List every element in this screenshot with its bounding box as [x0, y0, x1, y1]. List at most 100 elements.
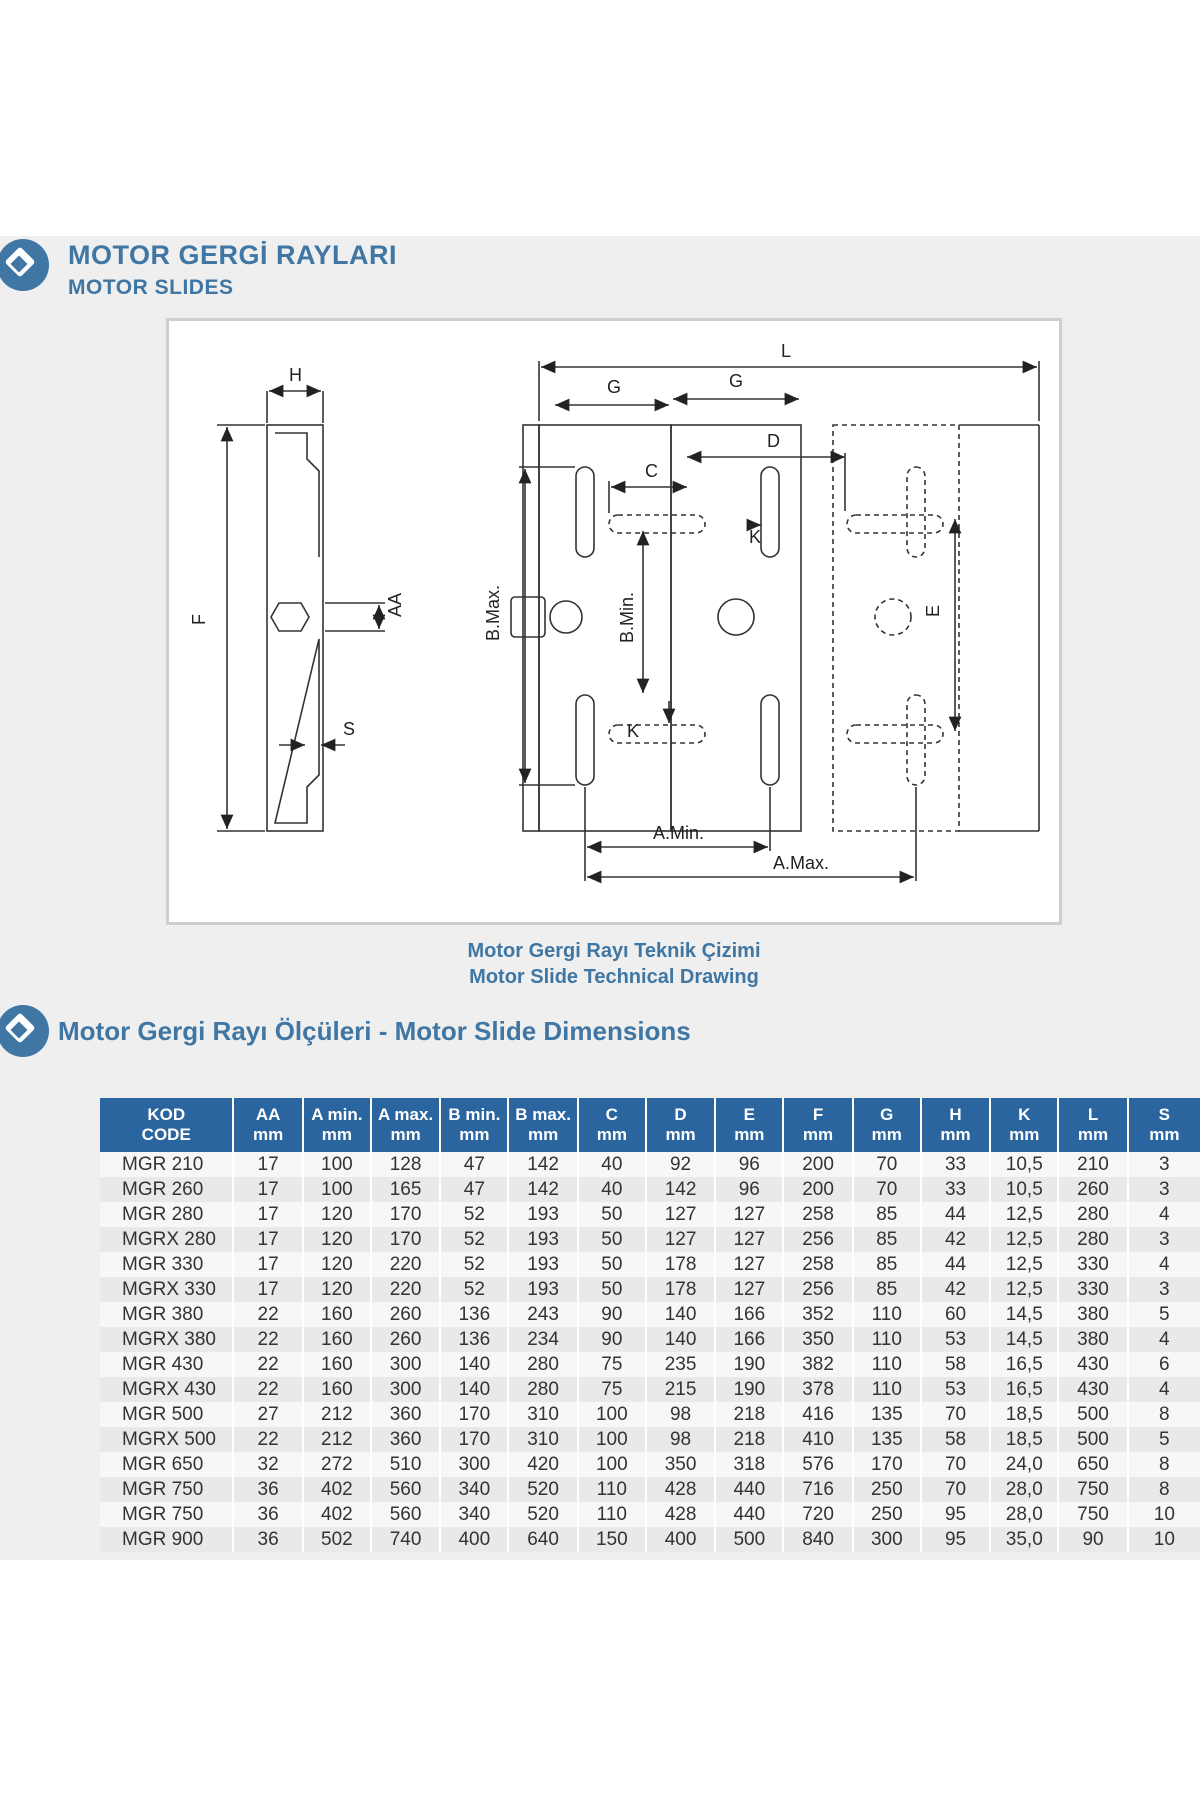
table-cell: 400	[440, 1527, 510, 1552]
table-cell: 416	[783, 1402, 854, 1427]
table-cell: 50	[577, 1227, 647, 1252]
column-header-unit: mm	[802, 1125, 834, 1144]
table-cell: 378	[783, 1377, 854, 1402]
table-cell: 22	[233, 1427, 304, 1452]
table-cell: 100	[302, 1152, 372, 1177]
table-cell: 750	[1058, 1502, 1129, 1527]
table-cell: 14,5	[990, 1302, 1060, 1327]
table-cell: 520	[508, 1502, 579, 1527]
table-cell: 16,5	[990, 1377, 1060, 1402]
table-cell: 510	[370, 1452, 442, 1477]
table-cell: 430	[1058, 1377, 1129, 1402]
table-cell: 28,0	[990, 1477, 1060, 1502]
table-cell: 8	[1127, 1477, 1200, 1502]
table-cell: 110	[852, 1302, 922, 1327]
table-cell: 500	[1058, 1427, 1129, 1452]
table-cell: 160	[302, 1327, 372, 1352]
table-cell: 42	[920, 1277, 992, 1302]
column-header-label: A max.	[378, 1105, 434, 1124]
table-cell: 96	[715, 1152, 785, 1177]
dim-label-a-max: A.Max.	[773, 853, 829, 873]
table-cell: 280	[1058, 1202, 1129, 1227]
table-cell: 75	[577, 1377, 647, 1402]
table-cell: 3	[1127, 1177, 1200, 1202]
page-title: MOTOR GERGİ RAYLARI	[68, 240, 398, 270]
table-cell: 193	[508, 1202, 579, 1227]
product-code-cell: MGR 260	[100, 1177, 235, 1202]
table-cell: 100	[577, 1452, 647, 1477]
table-cell: 6	[1127, 1352, 1200, 1377]
column-header-label: K	[1018, 1105, 1031, 1124]
table-cell: 170	[370, 1227, 442, 1252]
column-header-label: L	[1087, 1105, 1099, 1124]
table-cell: 170	[370, 1202, 442, 1227]
table-cell: 70	[920, 1452, 992, 1477]
table-cell: 96	[715, 1177, 785, 1202]
table-cell: 428	[645, 1477, 717, 1502]
table-cell: 127	[715, 1202, 785, 1227]
table-cell: 18,5	[990, 1427, 1060, 1452]
table-cell: 10,5	[990, 1152, 1060, 1177]
table-cell: 243	[508, 1302, 579, 1327]
table-cell: 250	[852, 1502, 922, 1527]
table-cell: 16,5	[990, 1352, 1060, 1377]
table-cell: 10	[1127, 1527, 1200, 1552]
table-cell: 52	[440, 1227, 510, 1252]
column-header-label: A min.	[311, 1105, 363, 1124]
table-cell: 440	[715, 1502, 785, 1527]
product-code-cell: MGR 750	[100, 1502, 235, 1527]
table-cell: 256	[783, 1277, 854, 1302]
table-cell: 258	[783, 1252, 854, 1277]
table-cell: 142	[508, 1152, 579, 1177]
table-cell: 402	[302, 1502, 372, 1527]
table-cell: 340	[440, 1477, 510, 1502]
column-header-label: B min.	[448, 1105, 501, 1124]
table-cell: 98	[645, 1402, 717, 1427]
table-cell: 280	[508, 1352, 579, 1377]
table-cell: 560	[370, 1477, 442, 1502]
table-cell: 280	[1058, 1227, 1129, 1252]
table-cell: 110	[577, 1502, 647, 1527]
table-cell: 360	[370, 1402, 442, 1427]
table-cell: 36	[233, 1477, 304, 1502]
product-code-cell: MGRX 280	[100, 1227, 235, 1252]
table-cell: 160	[302, 1302, 372, 1327]
drawing-caption-tr: Motor Gergi Rayı Teknik Çizimi	[467, 940, 761, 962]
table-cell: 100	[302, 1177, 372, 1202]
table-cell: 410	[783, 1427, 854, 1452]
table-cell: 10,5	[990, 1177, 1060, 1202]
column-header-unit: CODE	[141, 1125, 191, 1144]
table-cell: 17	[233, 1177, 304, 1202]
table-cell: 215	[645, 1377, 717, 1402]
section-logo-icon	[0, 1005, 49, 1057]
table-cell: 5	[1127, 1427, 1200, 1452]
table-cell: 258	[783, 1202, 854, 1227]
table-cell: 402	[302, 1477, 372, 1502]
table-cell: 218	[715, 1402, 785, 1427]
table-cell: 110	[577, 1477, 647, 1502]
table-cell: 280	[508, 1377, 579, 1402]
column-header-label: F	[812, 1105, 824, 1124]
table-cell: 52	[440, 1202, 510, 1227]
column-header-unit: mm	[734, 1125, 765, 1144]
table-cell: 50	[577, 1277, 647, 1302]
table-cell: 500	[1058, 1402, 1129, 1427]
table-cell: 400	[645, 1527, 717, 1552]
table-cell: 716	[783, 1477, 854, 1502]
table-cell: 53	[920, 1377, 992, 1402]
table-cell: 17	[233, 1152, 304, 1177]
table-cell: 193	[508, 1252, 579, 1277]
table-cell: 22	[233, 1377, 304, 1402]
table-cell: 150	[577, 1527, 647, 1552]
table-cell: 100	[577, 1402, 647, 1427]
table-cell: 142	[645, 1177, 717, 1202]
table-cell: 17	[233, 1252, 304, 1277]
brand-logo-icon	[0, 239, 49, 291]
table-cell: 430	[1058, 1352, 1129, 1377]
table-cell: 85	[852, 1277, 922, 1302]
table-cell: 24,0	[990, 1452, 1060, 1477]
table-cell: 260	[370, 1327, 442, 1352]
table-cell: 256	[783, 1227, 854, 1252]
